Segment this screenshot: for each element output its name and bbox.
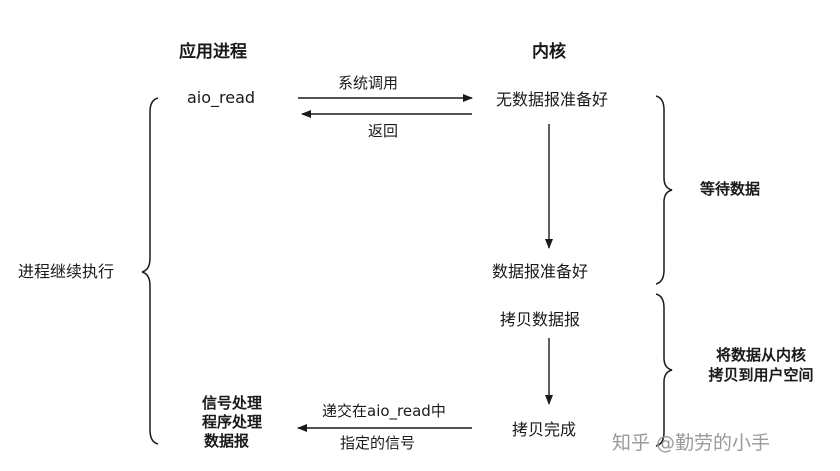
- aio-read-label: aio_read: [187, 88, 256, 107]
- datagram-ready: 数据报准备好: [492, 262, 589, 281]
- syscall-label: 系统调用: [338, 74, 399, 92]
- signal-handler-line3: 数据报: [204, 432, 250, 450]
- process-continues-label: 进程继续执行: [18, 262, 115, 281]
- zhihu-watermark: 知乎 @勤劳的小手: [612, 432, 771, 454]
- wait-for-data-label: 等待数据: [700, 180, 761, 198]
- copy-phase-line2: 拷贝到用户空间: [708, 366, 814, 384]
- signal-handler-line2: 程序处理: [202, 413, 263, 431]
- wait-brace: [655, 95, 673, 285]
- copy-complete: 拷贝完成: [512, 420, 577, 439]
- deliver-signal-line2: 指定的信号: [340, 434, 416, 452]
- copy-datagram: 拷贝数据报: [500, 310, 581, 329]
- left-brace: [141, 97, 159, 445]
- copy-phase-line1: 将数据从内核: [715, 346, 806, 364]
- no-datagram-ready: 无数据报准备好: [496, 90, 609, 109]
- return-label: 返回: [368, 122, 399, 140]
- kernel-header: 内核: [532, 42, 566, 62]
- copy-brace: [655, 293, 673, 447]
- app-process-header: 应用进程: [179, 42, 247, 62]
- signal-handler-line1: 信号处理: [202, 394, 263, 412]
- deliver-signal-line1: 递交在aio_read中: [322, 402, 446, 420]
